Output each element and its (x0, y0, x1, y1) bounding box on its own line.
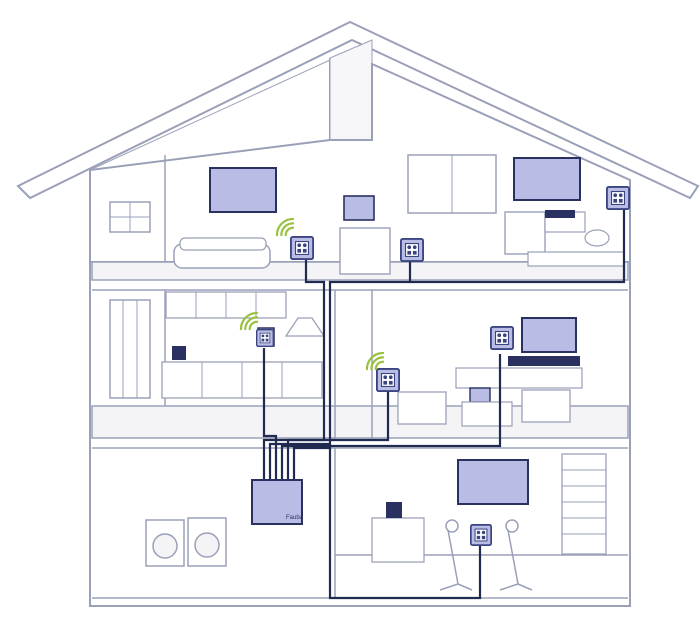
tablet (469, 387, 491, 403)
computer-monitor (343, 195, 375, 221)
gym (371, 453, 607, 591)
laundry (145, 517, 227, 567)
office (339, 154, 625, 275)
living-room (397, 317, 583, 427)
distribution-box: Fauba (251, 479, 304, 525)
network-cables (262, 210, 626, 600)
bedroom-tv (209, 167, 277, 213)
office-tv (513, 157, 581, 201)
desk (339, 227, 391, 275)
gym-tv (457, 459, 529, 505)
living-room-tv (521, 317, 577, 353)
armchair-right (521, 389, 571, 423)
side-table (371, 517, 425, 563)
radio (172, 346, 186, 360)
network-outlet-gym (470, 524, 492, 546)
av-receiver (508, 356, 544, 366)
exercise-bike-right (499, 519, 533, 591)
range-hood (284, 317, 326, 337)
wall-bars (561, 453, 607, 555)
network-outlet-bedroom (290, 236, 314, 260)
cordless-phone (386, 502, 402, 518)
media-player (545, 210, 575, 218)
network-outlet-office-tv (606, 186, 630, 210)
bedroom (109, 167, 277, 269)
distribution-box-label: Fauba (286, 515, 304, 521)
kitchen (109, 291, 326, 399)
network-outlet-kitchen (256, 328, 274, 348)
network-outlet-office-desk (400, 238, 424, 262)
armchair-left (397, 391, 447, 425)
exercise-bike-left (439, 519, 473, 591)
network-outlet-living-room-tv (490, 326, 514, 350)
network-outlet-living-room (376, 368, 400, 392)
